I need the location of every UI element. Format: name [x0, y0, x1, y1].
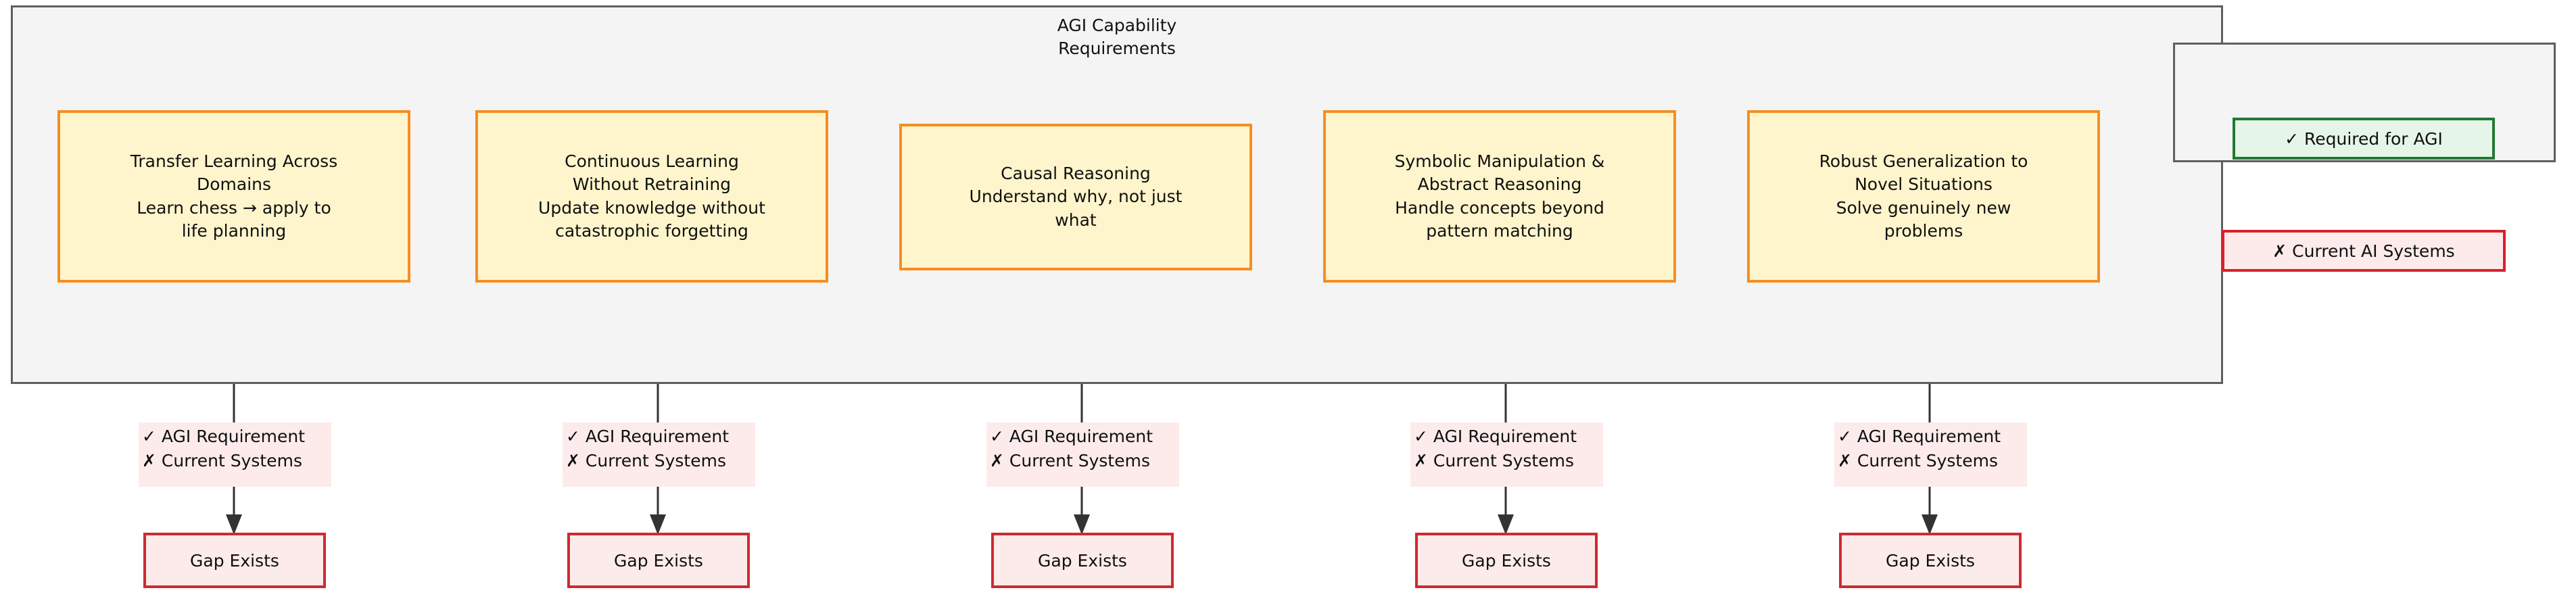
- legend-item-current-ai-systems[interactable]: ✗ Current AI Systems: [2222, 230, 2506, 272]
- legend-item-required-for-agi[interactable]: ✓ Required for AGI: [2233, 118, 2495, 160]
- gap-node-2[interactable]: Gap Exists: [567, 533, 750, 588]
- edge-label-4: ✓ AGI Requirement ✗ Current Systems: [1410, 423, 1603, 487]
- gap-node-3[interactable]: Gap Exists: [991, 533, 1174, 588]
- subgraph-title: AGI Capability Requirements: [1057, 16, 1177, 58]
- capability-node-robust-generalization[interactable]: Robust Generalization to Novel Situation…: [1747, 110, 2100, 283]
- gap-node-4[interactable]: Gap Exists: [1415, 533, 1598, 588]
- edge-label-2: ✓ AGI Requirement ✗ Current Systems: [563, 423, 755, 487]
- capability-node-continuous-learning[interactable]: Continuous Learning Without Retraining U…: [475, 110, 828, 283]
- capability-node-symbolic-manipulation[interactable]: Symbolic Manipulation & Abstract Reasoni…: [1323, 110, 1676, 283]
- capability-node-causal-reasoning[interactable]: Causal Reasoning Understand why, not jus…: [899, 124, 1252, 270]
- gap-node-1[interactable]: Gap Exists: [143, 533, 326, 588]
- capability-node-transfer-learning[interactable]: Transfer Learning Across Domains Learn c…: [57, 110, 410, 283]
- gap-node-5[interactable]: Gap Exists: [1839, 533, 2022, 588]
- edge-label-5: ✓ AGI Requirement ✗ Current Systems: [1834, 423, 2027, 487]
- edge-label-3: ✓ AGI Requirement ✗ Current Systems: [986, 423, 1179, 487]
- edge-label-1: ✓ AGI Requirement ✗ Current Systems: [139, 423, 331, 487]
